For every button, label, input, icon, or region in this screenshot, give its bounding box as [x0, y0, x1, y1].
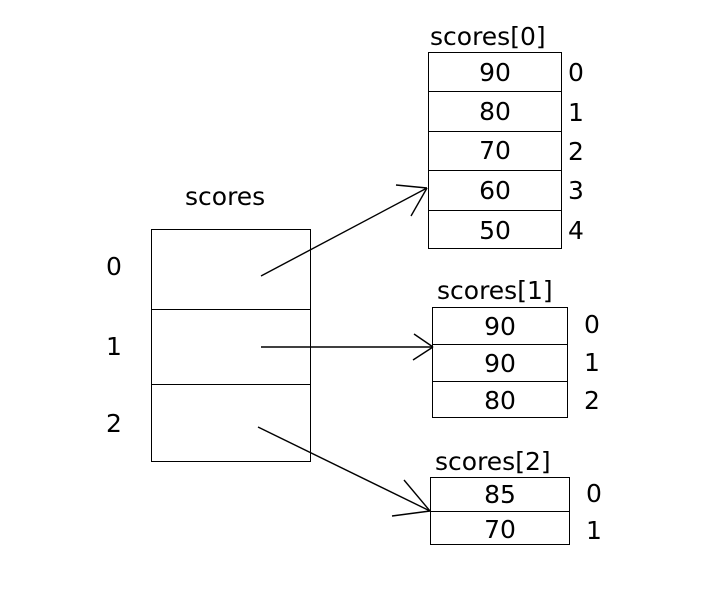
inner-array-0-value-0: 90: [479, 57, 511, 87]
inner-array-0-row-0[interactable]: 90: [429, 53, 561, 93]
inner-array-0-index-4: 4: [568, 216, 584, 245]
inner-array-0-row-3[interactable]: 60: [429, 171, 561, 211]
inner-array-0-row-1[interactable]: 80: [429, 92, 561, 132]
inner-array-1-title: scores[1]: [437, 276, 553, 305]
inner-array-0-value-1: 80: [479, 97, 511, 127]
inner-array-0-value-3: 60: [479, 175, 511, 205]
inner-array-0-value-2: 70: [479, 136, 511, 166]
outer-array-index-0: 0: [106, 252, 122, 281]
inner-array-1-value-1: 90: [484, 348, 516, 378]
inner-array-2-box: 85 70: [430, 477, 570, 545]
inner-array-1-row-2[interactable]: 80: [433, 382, 567, 419]
inner-array-2-title: scores[2]: [435, 447, 551, 476]
inner-array-0-box: 90 80 70 60 50: [428, 52, 562, 249]
outer-array-box: [151, 229, 311, 462]
inner-array-0-index-0: 0: [568, 58, 584, 87]
inner-array-0-index-3: 3: [568, 176, 584, 205]
inner-array-1-row-1[interactable]: 90: [433, 345, 567, 382]
inner-array-2-row-0[interactable]: 85: [431, 478, 569, 512]
inner-array-2-value-1: 70: [484, 514, 516, 544]
inner-array-2-index-1: 1: [586, 516, 602, 545]
inner-array-0-value-4: 50: [479, 215, 511, 245]
inner-array-0-title: scores[0]: [430, 22, 546, 51]
outer-array-row-1[interactable]: [152, 310, 310, 385]
inner-array-0-index-2: 2: [568, 137, 584, 166]
inner-array-0-row-4[interactable]: 50: [429, 211, 561, 250]
inner-array-0-index-1: 1: [568, 98, 584, 127]
inner-array-0-row-2[interactable]: 70: [429, 132, 561, 172]
inner-array-1-box: 90 90 80: [432, 307, 568, 418]
inner-array-2-index-0: 0: [586, 479, 602, 508]
outer-array-index-1: 1: [106, 332, 122, 361]
inner-array-1-index-1: 1: [584, 348, 600, 377]
inner-array-2-value-0: 85: [484, 480, 516, 509]
inner-array-1-index-2: 2: [584, 386, 600, 415]
inner-array-1-value-2: 80: [484, 386, 516, 415]
outer-array-row-0[interactable]: [152, 230, 310, 310]
outer-array-index-2: 2: [106, 409, 122, 438]
outer-array-row-2[interactable]: [152, 385, 310, 463]
inner-array-1-row-0[interactable]: 90: [433, 308, 567, 345]
inner-array-2-row-1[interactable]: 70: [431, 512, 569, 546]
outer-array-title: scores: [185, 182, 266, 211]
inner-array-1-value-0: 90: [484, 311, 516, 341]
inner-array-1-index-0: 0: [584, 310, 600, 339]
